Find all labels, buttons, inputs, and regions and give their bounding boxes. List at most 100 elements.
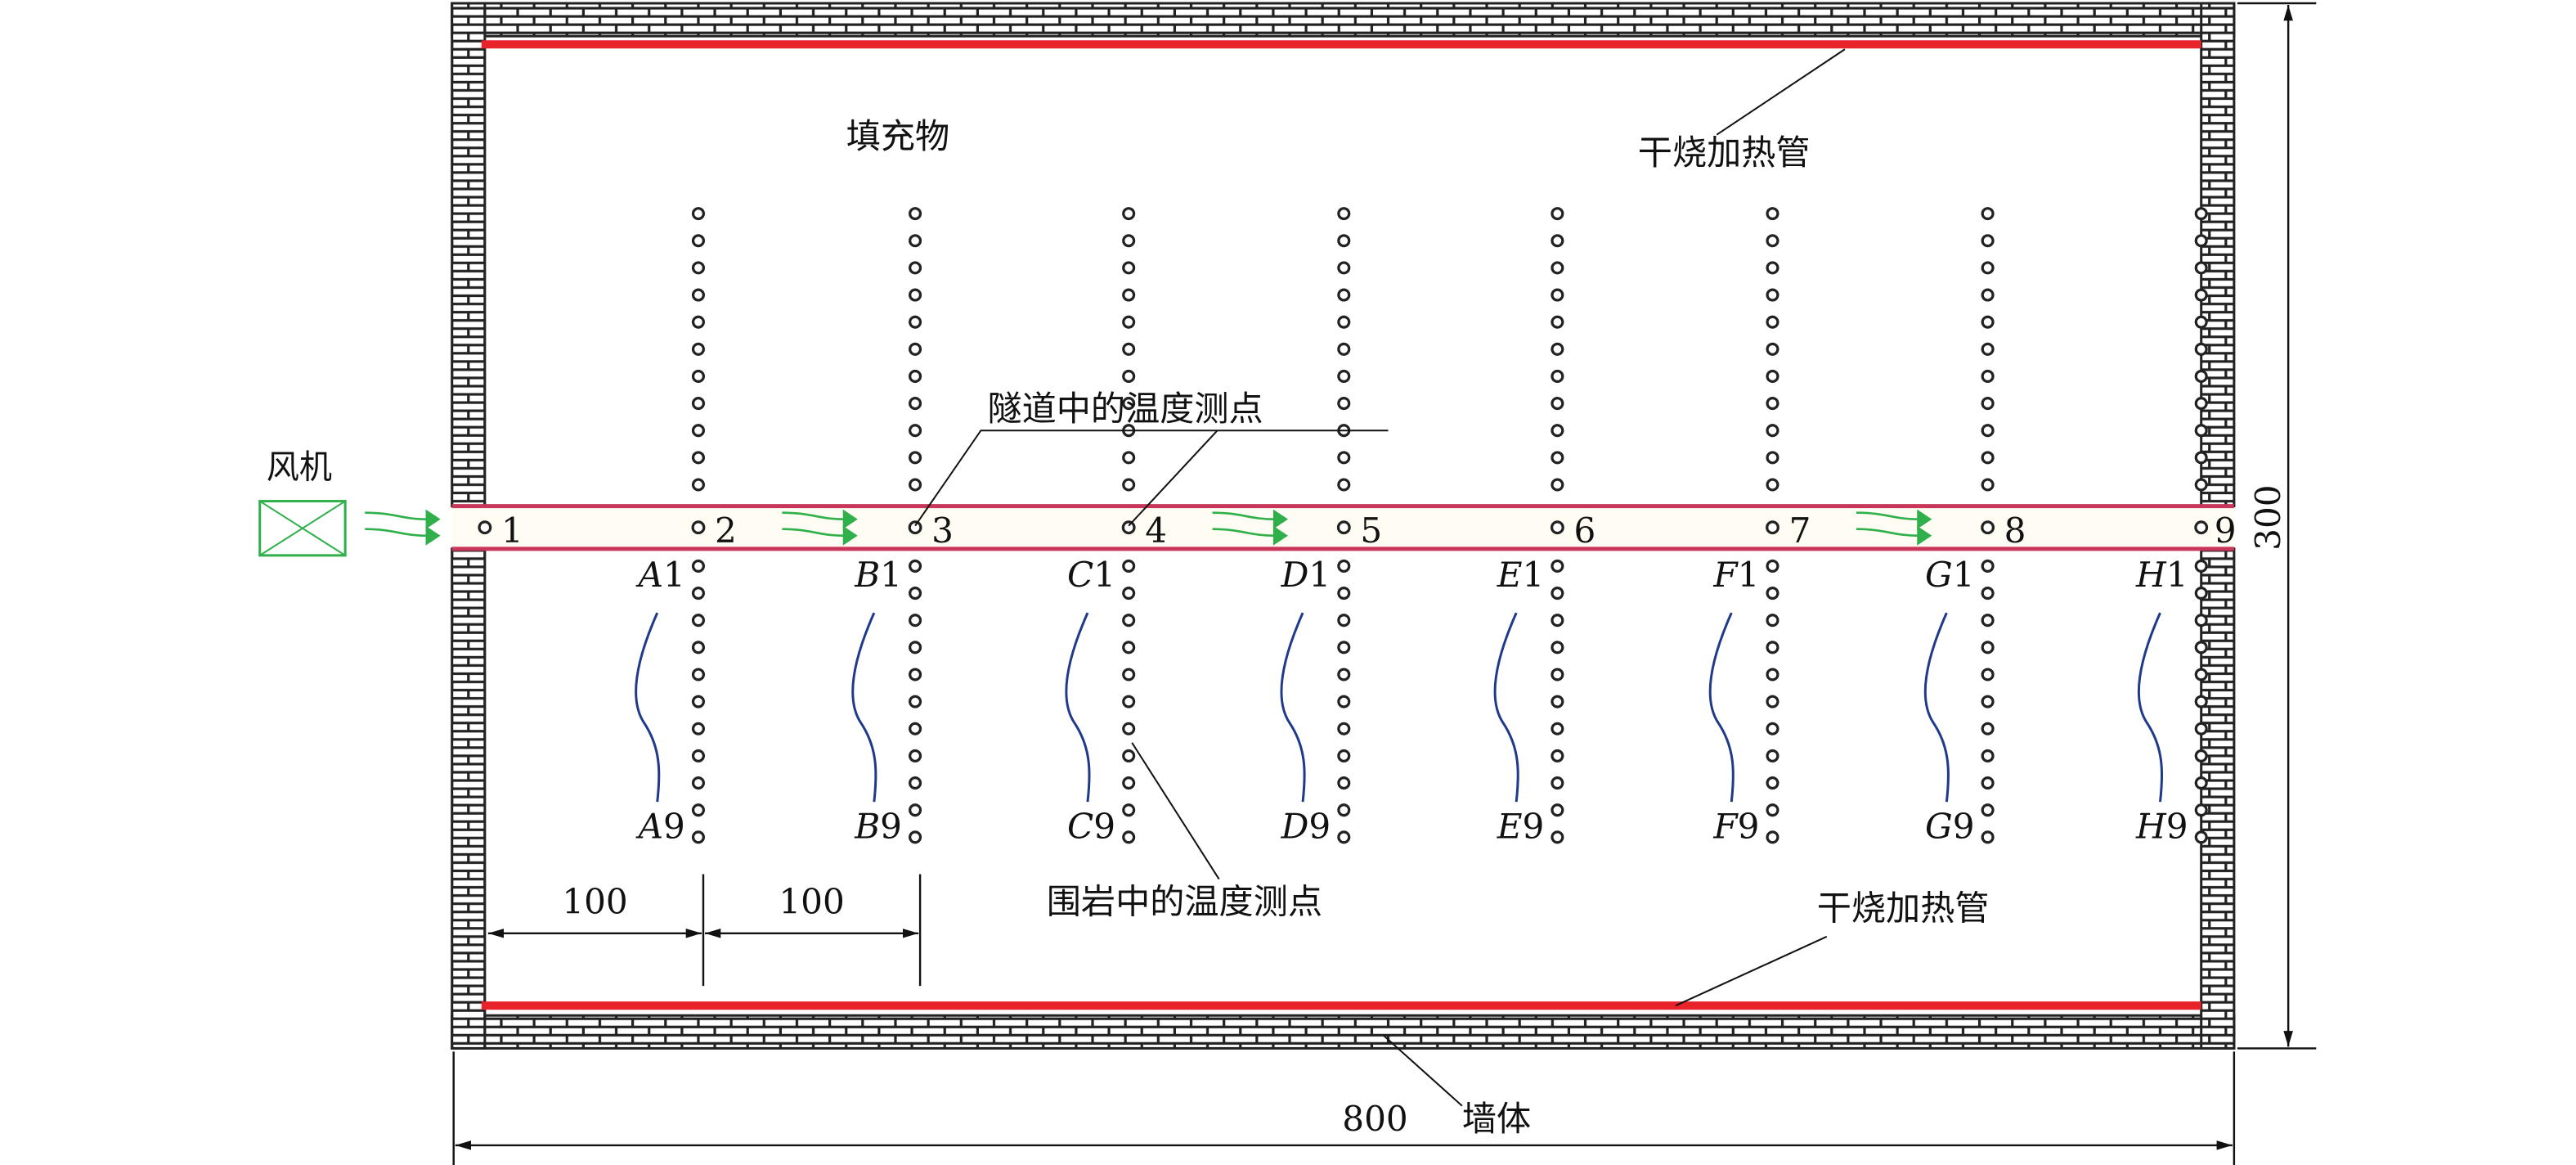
tunnel-temperature-point [1550, 520, 1564, 535]
rock-temperature-point [1122, 695, 1136, 708]
wall [451, 2, 2236, 1050]
rock-temperature-point [691, 749, 705, 762]
rock-temperature-point [1766, 776, 1779, 790]
tunnel-points-leader-2 [1128, 430, 1218, 527]
rock-temperature-point [1551, 587, 1564, 600]
dimension-length [452, 1051, 2236, 1165]
column-curve [2137, 612, 2164, 803]
rock-temperature-point [1122, 261, 1136, 275]
column-curve [1280, 612, 1306, 803]
rock-temperature-point [1981, 641, 1995, 654]
rock-temperature-point [1981, 668, 1995, 681]
rock-temperature-point [2194, 776, 2208, 790]
fan-icon [258, 500, 347, 557]
rock-temperature-point [1337, 207, 1351, 221]
tunnel-temperature-point [478, 520, 492, 535]
rock-temperature-point [1337, 369, 1351, 383]
wall-bottom [451, 1014, 2236, 1050]
rock-temperature-point [1551, 803, 1564, 817]
column-label: C1 [1067, 555, 1115, 595]
rock-temperature-point [1337, 342, 1351, 356]
rock-temperature-point [1766, 369, 1779, 383]
rock-temperature-point [1551, 288, 1564, 302]
tunnel-temperature-point [1766, 520, 1779, 535]
column-curves [635, 612, 2164, 803]
rock-temperature-point [691, 722, 705, 735]
rock-temperature-point [909, 207, 922, 221]
tunnel-temperature-point [1336, 520, 1351, 535]
rock-temperature-point [909, 315, 922, 329]
tunnel-point-number: 1 [501, 511, 523, 551]
column-label: F1 [1712, 555, 1759, 595]
column-label: G1 [1925, 555, 1975, 595]
rock-temperature-point [691, 614, 705, 627]
rock-temperature-point [1122, 722, 1136, 735]
rock-temperature-point [1766, 695, 1779, 708]
length-label: 800 [1342, 1099, 1407, 1139]
rock-temperature-point [1981, 478, 1995, 492]
rock-temperature-point [1766, 424, 1779, 438]
rock-temperature-point [1122, 587, 1136, 600]
column-label: B9 [854, 806, 902, 846]
wall-label: 墙体 [1462, 1099, 1531, 1139]
tunnel-point-number: 5 [1360, 511, 1382, 551]
rock-temperature-point [1981, 559, 1995, 573]
tunnel-point-number: 6 [1573, 511, 1595, 551]
height-label: 300 [2248, 484, 2288, 550]
rock-temperature-point [691, 803, 705, 817]
rock-temperature-point [909, 369, 922, 383]
rock-temperature-point [2194, 695, 2208, 708]
rock-temperature-point [1122, 641, 1136, 654]
rock-temperature-point [1981, 207, 1995, 221]
rock-temperature-point [1766, 722, 1779, 735]
rock-temperature-point [1551, 207, 1564, 221]
rock-temperature-point [691, 315, 705, 329]
wall-right-lower [2200, 547, 2236, 1050]
rock-temperature-point [909, 559, 922, 573]
rock-temperature-point [2194, 424, 2208, 438]
rock-temperature-point [1766, 342, 1779, 356]
rock-temperature-point [2194, 207, 2208, 221]
rock-temperature-point [1551, 451, 1564, 465]
rock-temperature-point [909, 288, 922, 302]
heater-bottom-leader [1675, 935, 1828, 1007]
rock-temperature-point [1981, 234, 1995, 248]
column-label: D1 [1281, 555, 1331, 595]
rock-temperature-point [1337, 641, 1351, 654]
rock-temperature-point [2194, 369, 2208, 383]
rock-temperature-point [1337, 722, 1351, 735]
rock-temperature-point [2194, 668, 2208, 681]
rock-temperature-point [1981, 776, 1995, 790]
rock-temperature-point [1337, 261, 1351, 275]
wall-leader [1382, 1034, 1463, 1107]
rock-temperature-point [1337, 397, 1351, 411]
rock-temperature-point [2194, 342, 2208, 356]
tunnel-temperature-point [1121, 520, 1136, 535]
rock-temperature-point [691, 641, 705, 654]
rock-temperature-point [2194, 722, 2208, 735]
rock-temperature-point [691, 668, 705, 681]
rock-temperature-point [1766, 397, 1779, 411]
rock-temperature-point [2194, 478, 2208, 492]
rock-temperature-point [1551, 641, 1564, 654]
column-label: F9 [1712, 806, 1759, 846]
rock-temperature-point [691, 776, 705, 790]
rock-temperature-point [909, 424, 922, 438]
rock-temperature-point [691, 587, 705, 600]
rock-temperature-point [1122, 451, 1136, 465]
rock-temperature-point [909, 342, 922, 356]
rock-temperature-point [1551, 397, 1564, 411]
rock-temperature-point [1551, 776, 1564, 790]
rock-temperature-point [1122, 315, 1136, 329]
rock-temperature-point [1122, 559, 1136, 573]
heater-bottom-label: 干烧加热管 [1817, 888, 1990, 929]
rock-temperature-point [2194, 803, 2208, 817]
rock-temperature-point [1122, 234, 1136, 248]
spacing-2-label: 100 [779, 882, 844, 922]
rock-temperature-point [909, 668, 922, 681]
rock-temperature-point [1551, 830, 1564, 844]
rock-temperature-point [1766, 451, 1779, 465]
